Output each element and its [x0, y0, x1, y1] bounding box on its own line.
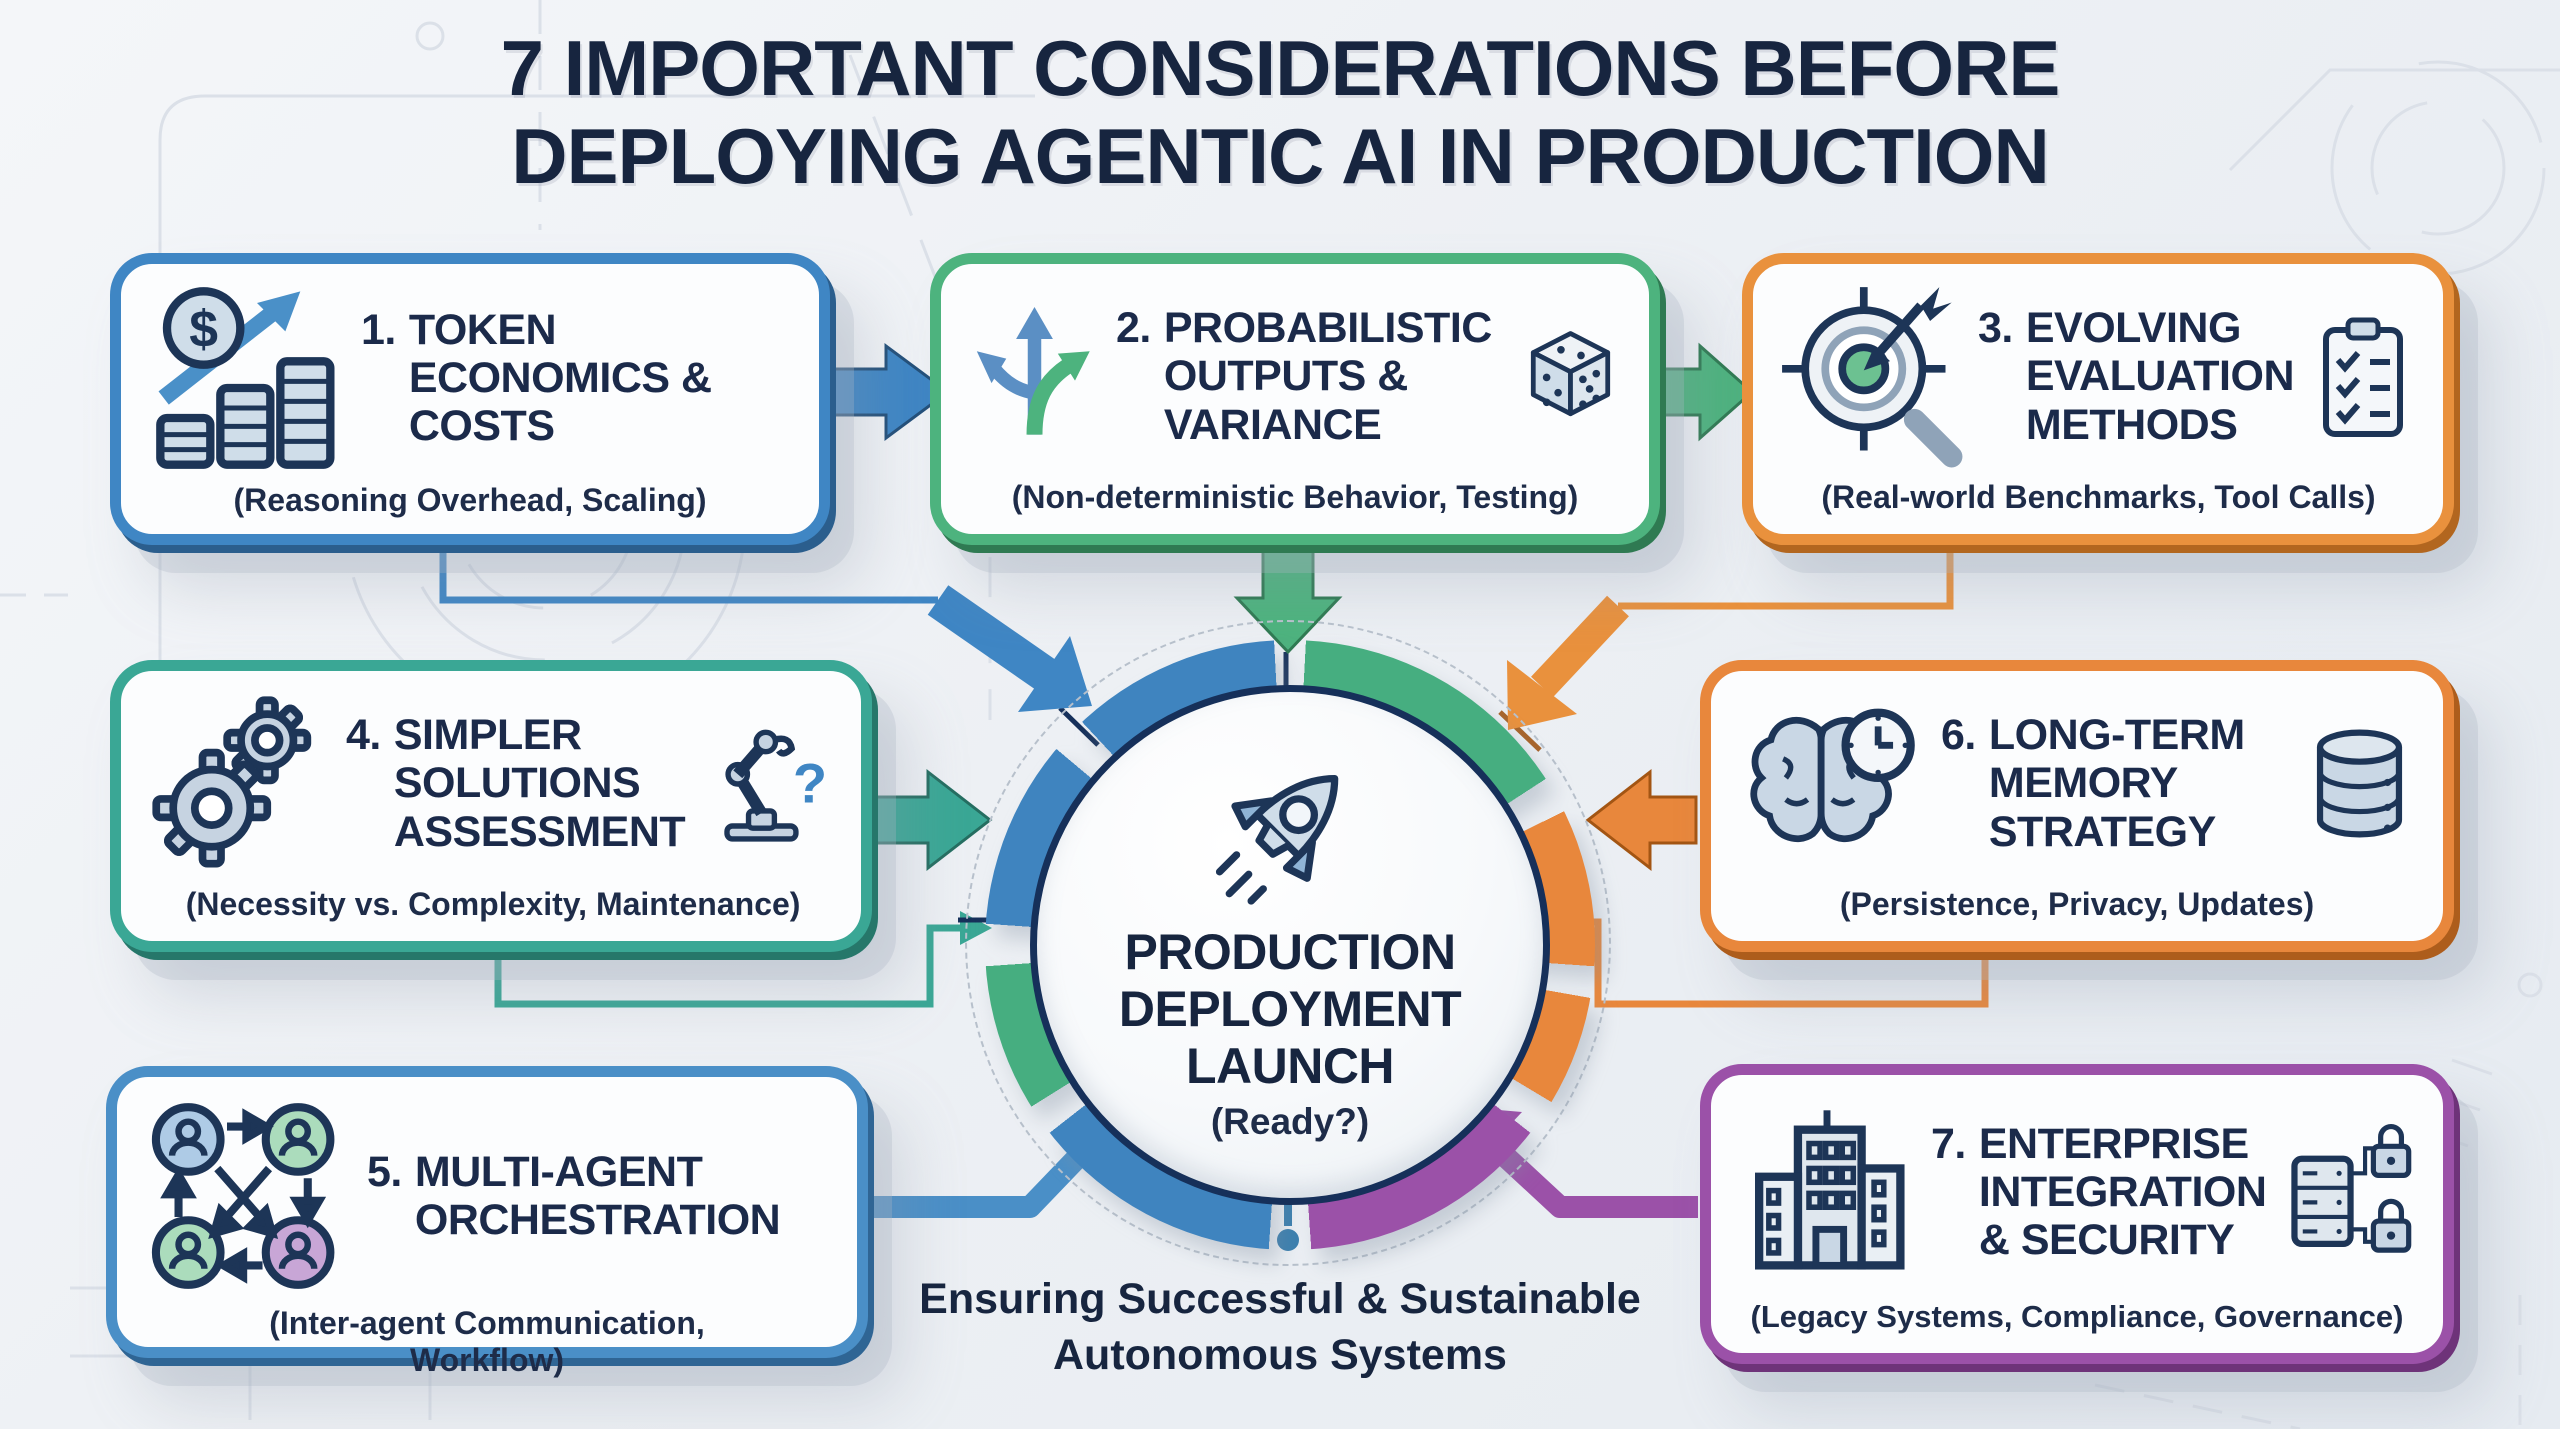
card-subtitle: (Persistence, Privacy, Updates): [1839, 886, 2315, 922]
brain-clock-icon: [1737, 699, 1927, 869]
card-number: 7.: [1931, 1119, 1966, 1168]
database-icon: [2302, 716, 2417, 851]
arrow-box1-diagonal-shaft: [927, 585, 1057, 690]
checklist-icon: [2308, 312, 2418, 442]
card-title: 7. ENTERPRISE INTEGRATION & SECURITY: [1931, 1120, 2268, 1264]
box4-to-hub-thin-arrow: [494, 924, 960, 1008]
arrow-box3-diagonal-head: [1507, 660, 1577, 730]
page-title-line1: 7 IMPORTANT CONSIDERATIONS BEFORE: [500, 24, 2061, 112]
arrow-box4-to-hub: [874, 768, 993, 872]
arrow-box6-to-hub: [1585, 768, 1698, 872]
gears-icon: [147, 691, 332, 876]
card-title: 1. TOKEN ECONOMICS & COSTS: [361, 306, 779, 450]
card-subtitle: (Non-deterministic Behavior, Testing): [1011, 479, 1579, 515]
hub-title-line1: PRODUCTION: [1124, 923, 1456, 980]
card-simpler-solutions: 4. SIMPLER SOLUTIONS ASSESSMENT ? (Neces…: [110, 660, 872, 952]
hub-subtitle: (Ready?): [1210, 1100, 1370, 1142]
card-title-text: MULTI-AGENT ORCHESTRATION: [414, 1147, 781, 1244]
card-title: 6. LONG-TERM MEMORY STRATEGY: [1941, 711, 2288, 855]
card-number: 3.: [1978, 304, 2013, 353]
card-number: 5.: [367, 1147, 402, 1196]
box1-to-hub-elbow-line: [439, 546, 938, 604]
card-subtitle: (Inter-agent Communication, Workflow): [269, 1305, 705, 1378]
hub-title: PRODUCTION DEPLOYMENT LAUNCH: [1118, 923, 1462, 1095]
outer-dashed-ring: [965, 620, 1611, 1266]
arrow-box1-to-box2: [822, 343, 951, 441]
card-token-economics: $ 1. TOKEN ECONOMICS & COSTS (Reasoning …: [110, 253, 830, 545]
footer-line2: Autonomous Systems: [1053, 1330, 1507, 1379]
footer-caption: Ensuring Successful & Sustainable Autono…: [919, 1272, 1641, 1384]
card-evolving-evaluation: 3. EVOLVING EVALUATION METHODS (Real-wor…: [1742, 253, 2454, 545]
money-growth-icon: $: [147, 278, 347, 478]
card-subtitle: (Real-world Benchmarks, Tool Calls): [1821, 479, 2376, 515]
page-title: 7 IMPORTANT CONSIDERATIONS BEFORE DEPLOY…: [0, 24, 2560, 200]
arrow-box1-diagonal-head: [1018, 636, 1092, 712]
server-locks-icon: [2282, 1117, 2417, 1267]
card-title-text: EVOLVING EVALUATION METHODS: [2025, 304, 2295, 449]
rocket-icon: [1215, 774, 1339, 905]
card-title-text: PROBABILISTIC OUTPUTS & VARIANCE: [1163, 304, 1492, 449]
hub-title-line2: DEPLOYMENT: [1118, 980, 1462, 1037]
agents-network-icon: [143, 1091, 353, 1301]
card-probabilistic-outputs: 2. PROBABILISTIC OUTPUTS & VARIANCE (Non…: [930, 253, 1660, 545]
hub-title-line3: LAUNCH: [1185, 1037, 1395, 1094]
hub-circle: PRODUCTION DEPLOYMENT LAUNCH (Ready?): [1030, 685, 1550, 1205]
footer-line1: Ensuring Successful & Sustainable: [919, 1275, 1641, 1323]
card-title-text: LONG-TERM MEMORY STRATEGY: [1988, 711, 2245, 856]
dice-icon: [1518, 324, 1623, 429]
arrow-box2-to-box3: [1658, 342, 1755, 442]
production-deployment-hub: PRODUCTION DEPLOYMENT LAUNCH (Ready?): [960, 615, 1620, 1275]
card-title-text: SIMPLER SOLUTIONS ASSESSMENT: [393, 711, 686, 856]
card-subtitle: (Necessity vs. Complexity, Maintenance): [185, 886, 801, 922]
card-subtitle: (Legacy Systems, Compliance, Governance): [1750, 1299, 2404, 1334]
card-multi-agent-orchestration: 5. MULTI-AGENT ORCHESTRATION (Inter-agen…: [106, 1066, 868, 1378]
card-enterprise-integration: 7. ENTERPRISE INTEGRATION & SECURITY (Le…: [1700, 1064, 2454, 1364]
page-title-line2: DEPLOYING AGENTIC AI IN PRODUCTION: [511, 112, 2050, 201]
box3-to-hub-elbow-line: [1618, 548, 1954, 610]
target-magnifier-icon: [1779, 284, 1964, 469]
robot-arm-icon: ?: [699, 709, 839, 859]
card-number: 2.: [1116, 304, 1151, 353]
card-title: 2. PROBABILISTIC OUTPUTS & VARIANCE: [1116, 304, 1504, 448]
card-title-text: TOKEN ECONOMICS & COSTS: [408, 305, 712, 451]
card-number: 1.: [361, 305, 396, 354]
branching-arrows-icon: [967, 292, 1102, 462]
card-number: 4.: [346, 711, 381, 760]
arrow-box3-diagonal-shaft: [1531, 595, 1629, 698]
card-title-text: ENTERPRISE INTEGRATION & SECURITY: [1978, 1119, 2267, 1265]
card-long-term-memory: 6. LONG-TERM MEMORY STRATEGY (Persistenc…: [1700, 660, 2454, 952]
card-number: 6.: [1941, 711, 1976, 760]
svg-text:?: ?: [793, 751, 827, 814]
card-title: 4. SIMPLER SOLUTIONS ASSESSMENT: [346, 711, 686, 856]
card-subtitle: (Reasoning Overhead, Scaling): [233, 482, 707, 518]
building-icon: [1737, 1102, 1917, 1282]
card-title: 5. MULTI-AGENT ORCHESTRATION: [367, 1148, 817, 1244]
card-title: 3. EVOLVING EVALUATION METHODS: [1978, 304, 2295, 449]
svg-text:$: $: [189, 299, 218, 357]
